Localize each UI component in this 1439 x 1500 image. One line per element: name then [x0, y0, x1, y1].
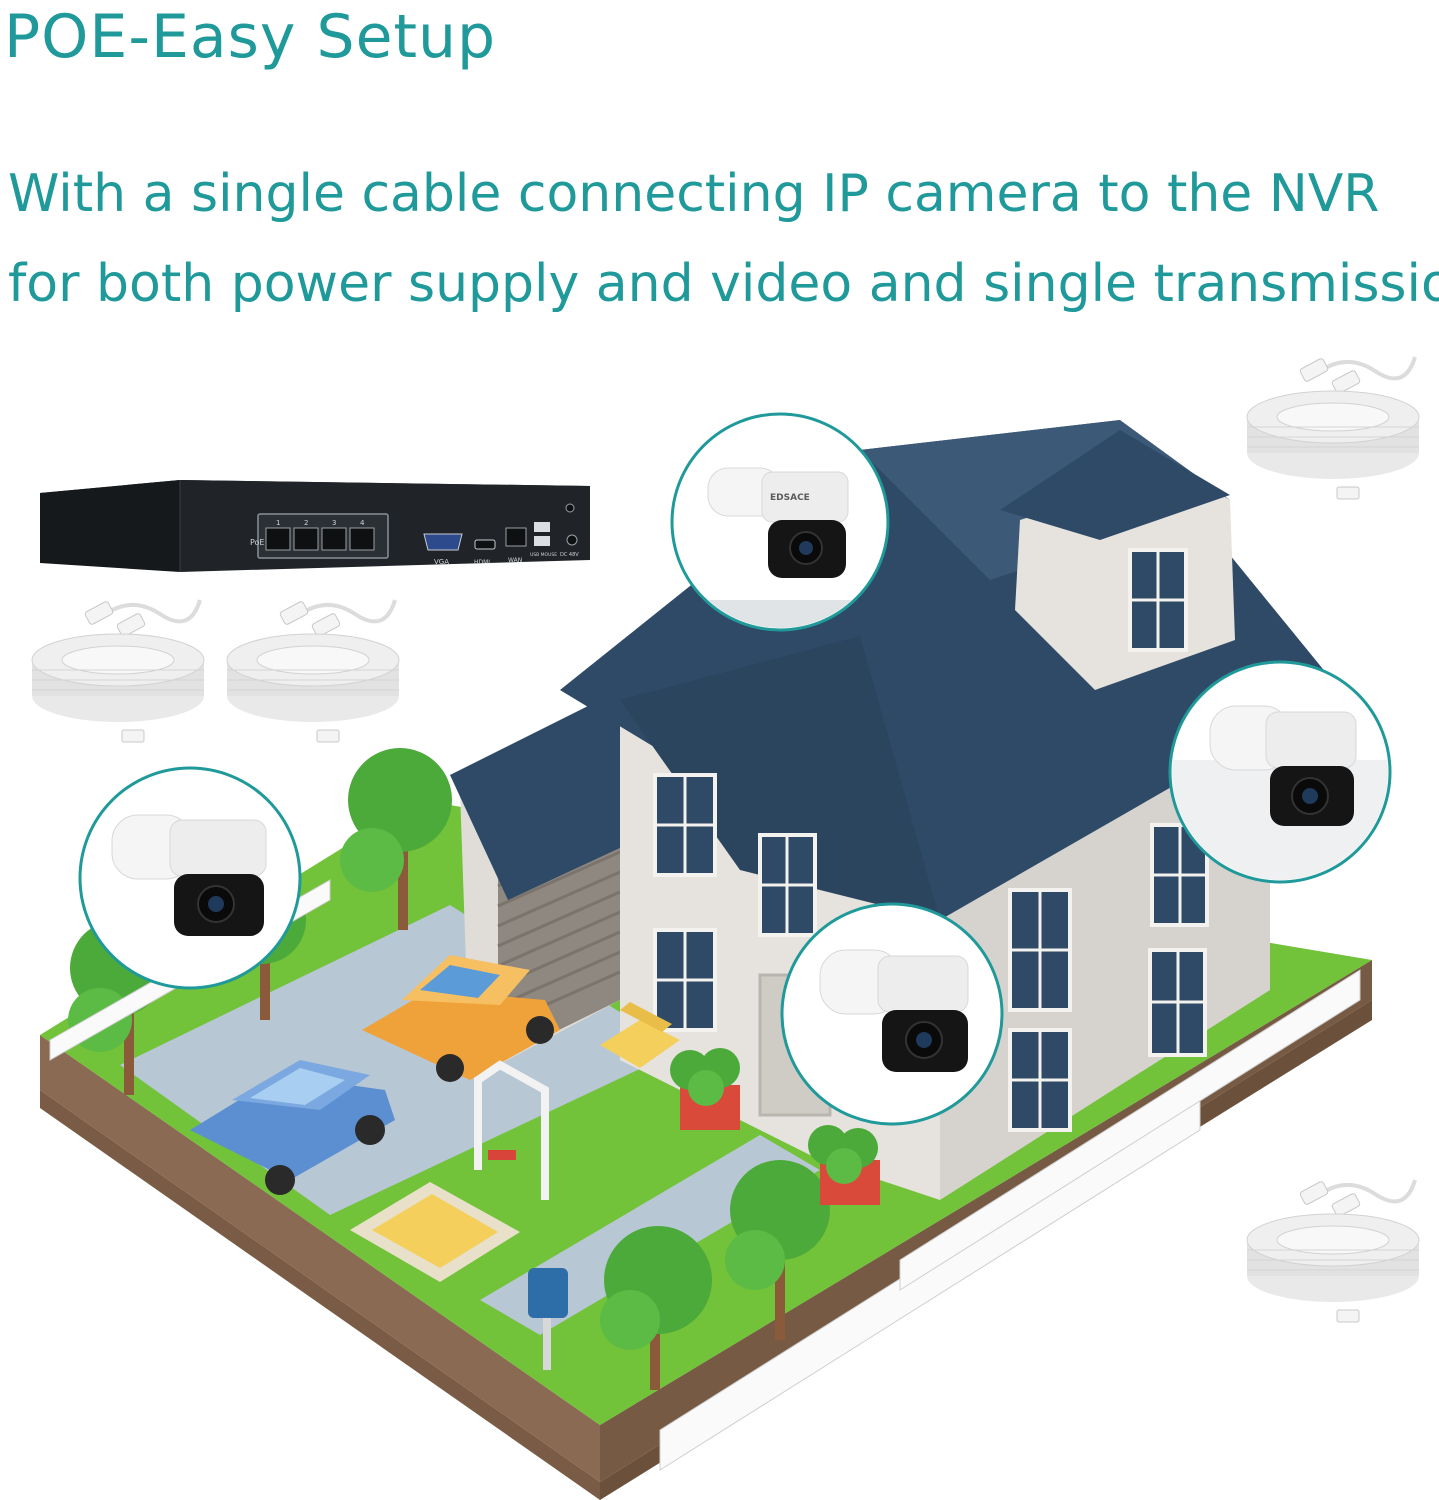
port-number-4: 4	[360, 519, 365, 527]
ethernet-cable-coil	[1246, 356, 1420, 500]
usb-port-bottom	[534, 536, 550, 546]
page-title: POE-Easy Setup	[4, 2, 497, 72]
poe-ports	[265, 527, 375, 551]
usb-label: USB MOUSE	[530, 552, 557, 558]
nvr-recorder: PoE 1 2 3 4 VGA HDMI WAN USB MOUSE DC 48…	[40, 480, 590, 572]
tree	[725, 1160, 830, 1340]
sandbox	[350, 1182, 520, 1282]
subtitle-line-2: for both power supply and video and sing…	[8, 254, 1439, 314]
usb-port-top	[534, 522, 550, 532]
vga-label: VGA	[434, 558, 449, 566]
subtitle-line-1: With a single cable connecting IP camera…	[8, 164, 1380, 224]
poe-label: PoE	[250, 538, 265, 547]
vga-port	[423, 533, 463, 551]
swing-set	[474, 1060, 549, 1200]
poe-setup-illustration: PoE 1 2 3 4 VGA HDMI WAN USB MOUSE DC 48…	[31, 356, 1420, 1500]
ptz-camera	[1209, 705, 1357, 826]
bush	[670, 1048, 740, 1130]
ethernet-cable-coil	[31, 599, 205, 743]
bench	[600, 1002, 680, 1068]
wan-label: WAN	[508, 557, 522, 564]
port-number-2: 2	[304, 519, 308, 527]
power-jack	[566, 534, 578, 546]
port-number-3: 3	[332, 519, 336, 527]
ptz-camera	[819, 949, 969, 1072]
wan-port	[505, 527, 527, 547]
hdmi-label: HDMI	[474, 559, 490, 566]
camera-callout: EDSACE	[670, 412, 890, 632]
blue-car	[190, 1060, 395, 1195]
mailbox	[528, 1268, 568, 1370]
camera-callout	[78, 766, 302, 990]
ptz-camera: EDSACE	[707, 467, 849, 578]
ethernet-cable-coil	[1246, 1179, 1420, 1323]
tree	[600, 1226, 712, 1390]
power-label: DC 48V	[560, 552, 579, 558]
ptz-camera	[111, 814, 267, 936]
power-button	[565, 503, 575, 513]
camera-brand: EDSACE	[770, 493, 810, 503]
tree	[340, 748, 452, 930]
port-number-1: 1	[276, 519, 280, 527]
camera-callout	[780, 902, 1004, 1126]
bush	[808, 1125, 880, 1205]
hdmi-port	[474, 539, 496, 550]
ethernet-cable-coil	[226, 599, 400, 743]
orange-car	[362, 955, 560, 1082]
